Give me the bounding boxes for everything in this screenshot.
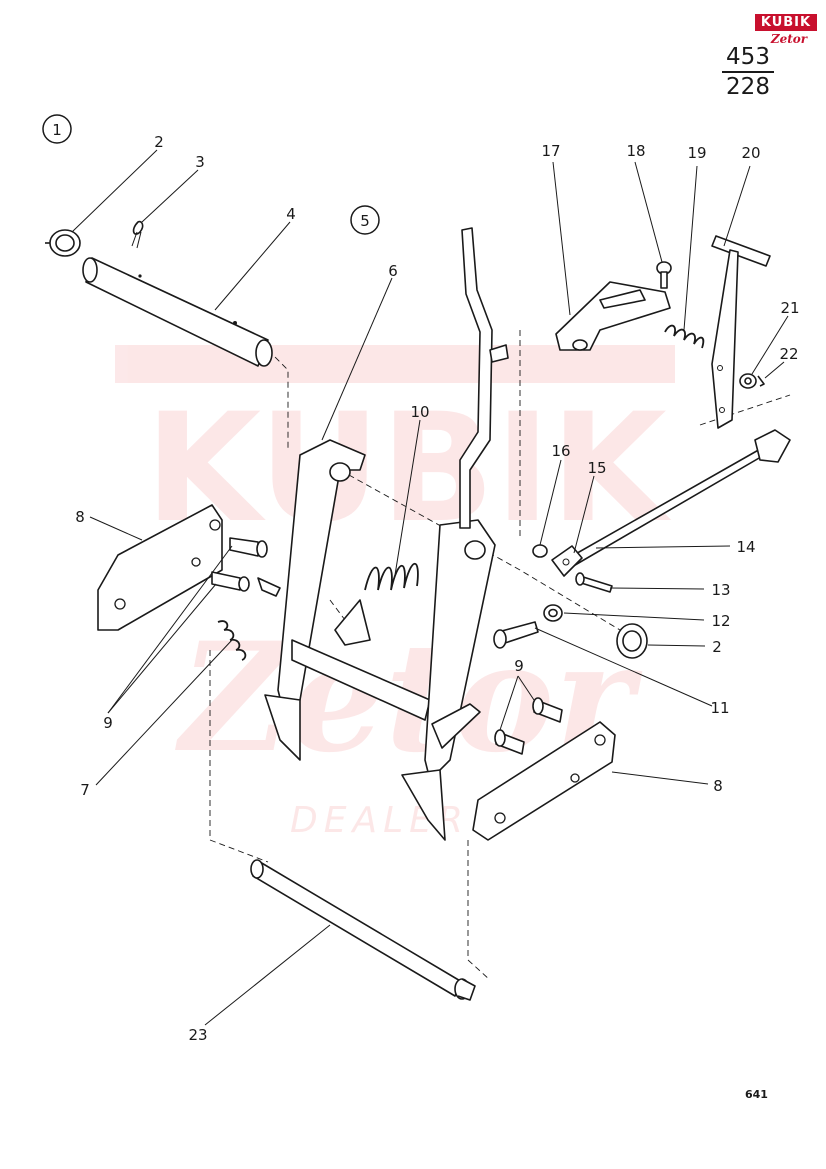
callout-7: 7 xyxy=(80,781,90,799)
part-23-cross-shaft xyxy=(250,859,476,1001)
part-17-bracket xyxy=(555,281,671,351)
callout-17: 17 xyxy=(541,142,560,160)
part-8-side-plate-right xyxy=(472,721,616,841)
part-9-bolts-right xyxy=(494,697,563,755)
callout-11: 11 xyxy=(710,699,729,717)
group-marker-1: 1 xyxy=(42,114,72,144)
callout-16: 16 xyxy=(551,442,570,460)
part-9-bolts-left xyxy=(211,537,268,592)
callout-9-right: 9 xyxy=(514,657,524,675)
watermark-word-1: KUBIK xyxy=(145,382,672,556)
part-18-bolt xyxy=(656,261,672,289)
part-8-side-plate-left xyxy=(97,504,223,631)
logo-zetor-text: Zetor xyxy=(770,32,808,46)
sheet-code-top: 453 xyxy=(726,44,770,70)
logo-kubik-text: KUBIK xyxy=(755,14,817,31)
part-19-spring xyxy=(664,324,705,349)
part-22-pin xyxy=(757,375,765,387)
callout-3: 3 xyxy=(195,153,205,171)
part-dowel-pin xyxy=(257,577,281,597)
callout-21: 21 xyxy=(780,299,799,317)
watermark-bar-top xyxy=(115,345,675,383)
sheet-code: 453 228 xyxy=(718,44,778,100)
part-6-lever-frame xyxy=(264,439,496,841)
part-3-spring-cotter xyxy=(131,220,144,249)
page-number: 641 xyxy=(745,1088,768,1101)
part-2-bushing-left xyxy=(45,229,81,257)
part-16-nut xyxy=(532,544,548,558)
callout-19: 19 xyxy=(687,144,706,162)
callout-8-left: 8 xyxy=(75,508,85,526)
part-13-clevis-pin xyxy=(575,572,613,593)
sheet-code-bottom: 228 xyxy=(726,74,770,100)
callout-13: 13 xyxy=(711,581,730,599)
sheet-code-rule xyxy=(722,71,774,73)
callout-8-right: 8 xyxy=(713,777,723,795)
callout-18: 18 xyxy=(626,142,645,160)
part-21-washer xyxy=(739,373,757,389)
part-20-hand-lever xyxy=(711,235,771,429)
callout-2-top: 2 xyxy=(154,133,164,151)
callout-2-right: 2 xyxy=(712,638,722,656)
part-14-push-rod xyxy=(564,429,791,569)
part-11-bolt xyxy=(493,621,539,649)
callout-labels: 2 3 4 6 10 17 18 19 20 21 22 16 15 14 13… xyxy=(75,133,799,1044)
callout-9-left: 9 xyxy=(103,714,113,732)
dealer-watermark: KUBIK Zetor DEALER xyxy=(115,345,675,841)
callout-10: 10 xyxy=(410,403,429,421)
part-shift-rod xyxy=(459,227,509,529)
callout-4: 4 xyxy=(286,205,296,223)
kubik-zetor-logo: KUBIK Zetor xyxy=(755,14,817,46)
group-marker-1-label: 1 xyxy=(52,121,62,139)
callout-6: 6 xyxy=(388,262,398,280)
callout-22: 22 xyxy=(779,345,798,363)
callout-12: 12 xyxy=(711,612,730,630)
part-4-pivot-pin xyxy=(82,257,273,367)
part-12-washer xyxy=(543,604,563,622)
callout-20: 20 xyxy=(741,144,760,162)
group-marker-5-label: 5 xyxy=(360,212,370,230)
callout-15: 15 xyxy=(587,459,606,477)
group-marker-5: 5 xyxy=(350,205,380,235)
callout-14: 14 xyxy=(736,538,755,556)
part-7-tension-spring xyxy=(217,620,247,661)
callout-leaders xyxy=(71,149,789,1026)
callout-23: 23 xyxy=(188,1026,207,1044)
part-10-compression-spring xyxy=(364,563,419,591)
part-15-clevis xyxy=(551,545,583,577)
part-2-bushing-right xyxy=(616,623,648,659)
